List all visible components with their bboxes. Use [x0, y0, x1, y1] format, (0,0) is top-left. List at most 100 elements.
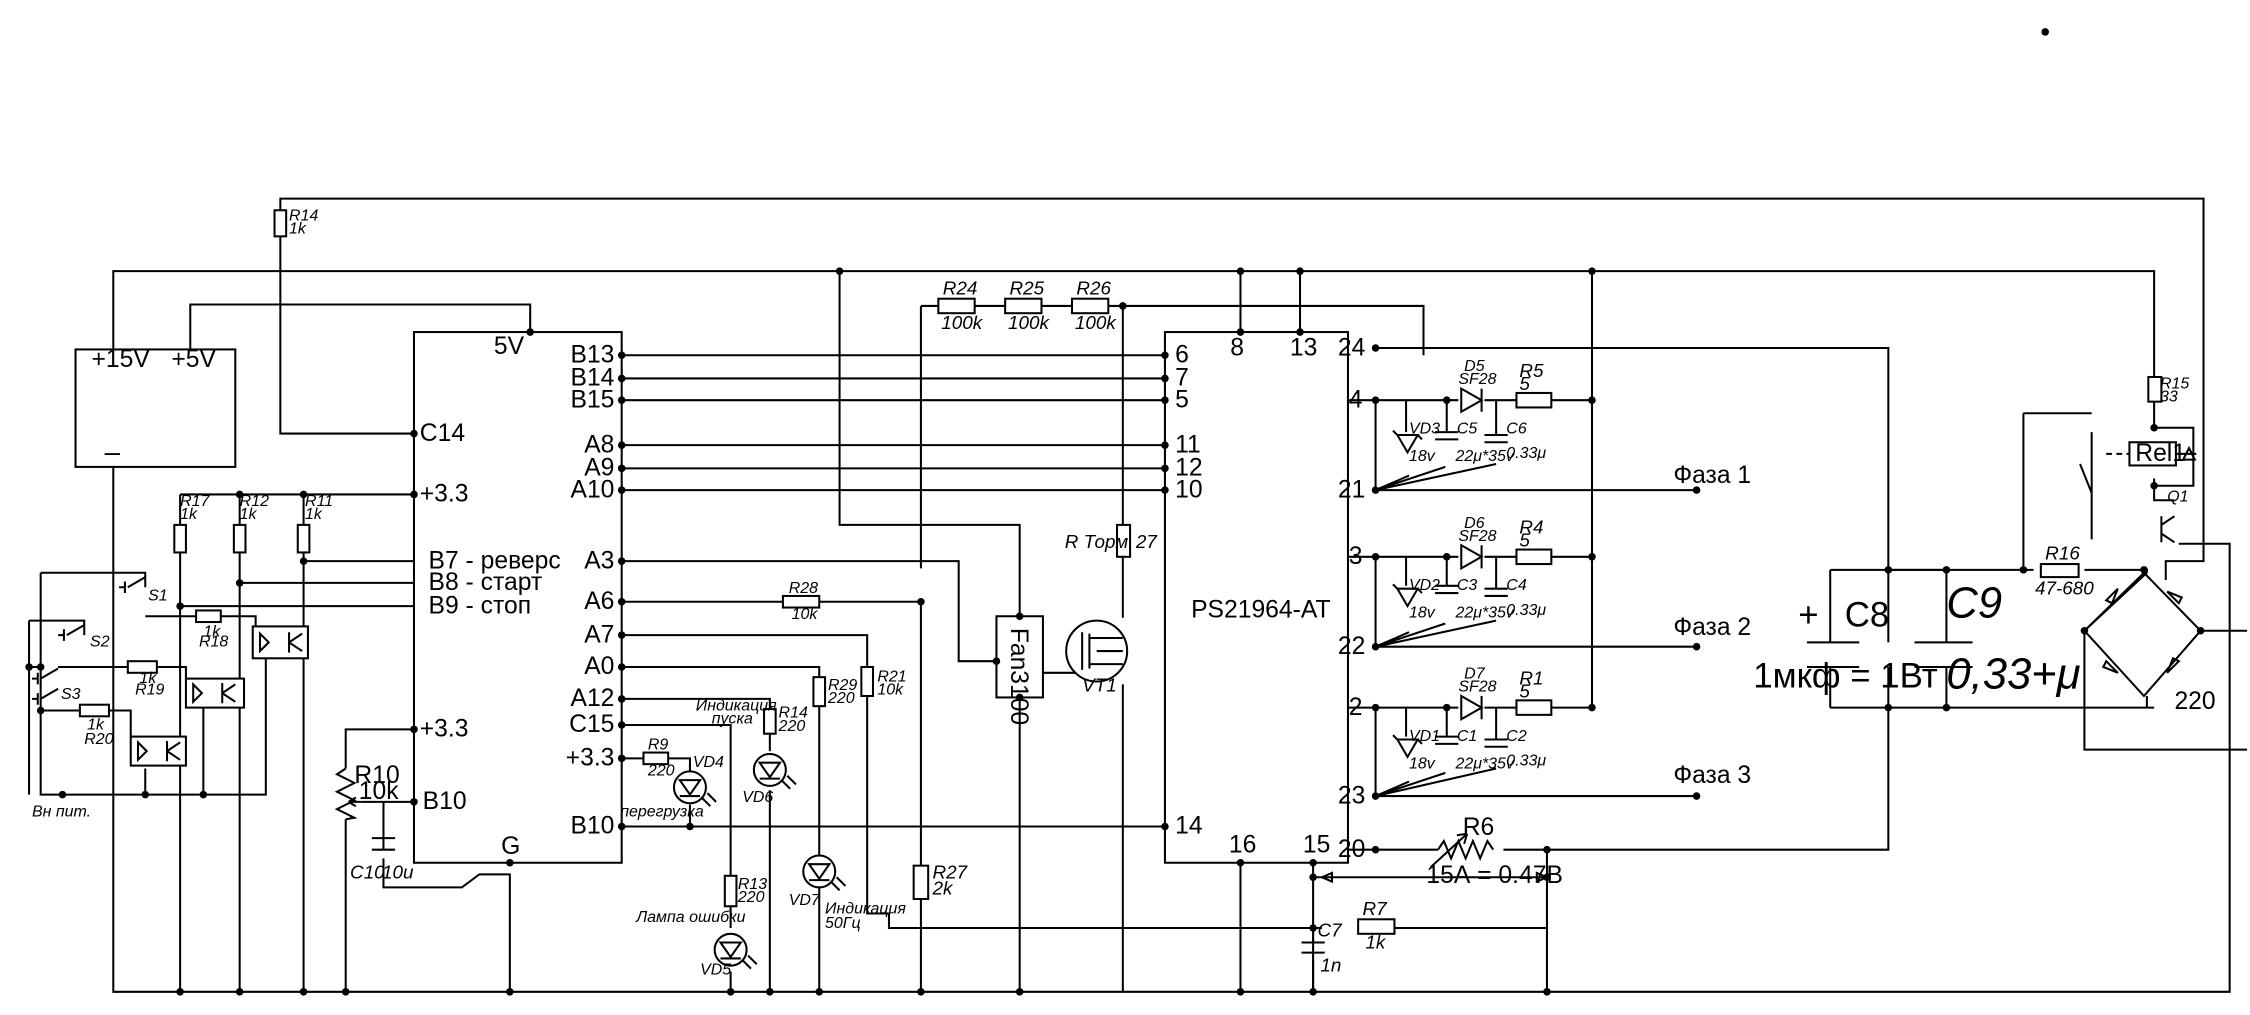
ipm-pin-15: 15: [1303, 832, 1330, 859]
leds: VD4 VD6 VD7 VD5: [672, 752, 847, 978]
mcu-b14-pin: B14: [571, 365, 615, 392]
s1-label: S1: [148, 587, 168, 604]
phase2-label: Фаза 2: [1673, 614, 1751, 641]
rtorm-value: 27: [1135, 531, 1159, 552]
r27-label: R27: [933, 862, 969, 883]
vd3-value: 18v: [1409, 448, 1436, 465]
c1-label: C1: [1457, 728, 1477, 745]
r13-label: R13: [738, 876, 767, 893]
r11-value: 1k: [305, 506, 323, 523]
q1-label: Q1: [2167, 489, 2188, 506]
r1-value: 5: [1519, 680, 1530, 701]
ipm-pin-22: 22: [1338, 633, 1365, 660]
r5-value: 5: [1519, 373, 1530, 394]
vd3-label: VD3: [1409, 421, 1440, 438]
diodes: D5 SF28 D6 SF28 D7 SF28 VD3 18v VD2 18v …: [1392, 358, 1497, 773]
s3-label: S3: [61, 686, 81, 703]
c6-label: C6: [1506, 421, 1527, 438]
vd1-label: VD1: [1409, 728, 1440, 745]
r11-label: R11: [305, 493, 333, 510]
mcu-c14-pin: C14: [420, 420, 465, 447]
r5-label: R5: [1519, 360, 1544, 381]
r26-value: 100k: [1075, 312, 1118, 333]
mcu-a3-pin: A3: [584, 547, 614, 574]
r7-value: 1k: [1365, 931, 1387, 952]
mcu-5v-pin: 5V: [494, 333, 525, 360]
c8-plus: +: [1798, 595, 1818, 634]
r18-label: R18: [199, 634, 228, 651]
optocouplers: [129, 625, 309, 767]
r15-value: 33: [2160, 389, 2178, 406]
r25-label: R25: [1010, 277, 1045, 298]
relay-and-bridge: Rel1 Q1 220: [2079, 432, 2216, 715]
r4-value: 5: [1519, 530, 1530, 551]
mcu-33-pin: +3.3: [420, 481, 469, 508]
r26-label: R26: [1076, 277, 1111, 298]
mcu-a0-pin: A0: [584, 653, 614, 680]
vd5-label: VD5: [700, 961, 731, 978]
capacitors: C10 10u C7 1n C5 C6 22μ*35v 0.33μ C3 C4 …: [350, 421, 2081, 976]
d7-label: D7: [1464, 666, 1486, 683]
ipm-pin-8: 8: [1230, 334, 1244, 361]
r28-label: R28: [789, 580, 818, 597]
switches: S1 S2 S3: [31, 576, 168, 705]
r7-label: R7: [1362, 898, 1388, 919]
ipm-pin-24: 24: [1338, 334, 1365, 361]
r10-label: R10: [354, 762, 399, 789]
fan3100-label: Fan3100: [1005, 628, 1032, 725]
c2-value: 0.33μ: [1506, 753, 1546, 770]
hz-ind-label2: 50Гц: [825, 915, 861, 932]
c3-label: C3: [1457, 577, 1478, 594]
mcu-a9-pin: A9: [584, 455, 614, 482]
c9-value: 0,33+μ: [1946, 651, 2080, 699]
ipm-name: PS21964-AT: [1191, 597, 1330, 624]
psu-15v-label: +15V: [92, 346, 151, 373]
power-supply: +15V +5V –: [74, 346, 237, 468]
c5-label: C5: [1457, 421, 1478, 438]
mcu-b10r-pin: B10: [571, 813, 615, 840]
r29-label: R29: [828, 677, 857, 694]
r9-value: 220: [647, 763, 675, 780]
r12-value: 1k: [240, 506, 258, 523]
overload-label: перегрузка: [620, 803, 704, 820]
r19-label: R19: [135, 682, 164, 699]
r19-value: 1k: [139, 670, 157, 687]
mcu-b7-pin: B7 - реверс: [429, 547, 561, 574]
r29-value: 220: [827, 690, 855, 707]
r25-value: 100k: [1008, 312, 1051, 333]
annotations: Вн пит. перегрузка Индикация пуска Лампа…: [32, 462, 1751, 932]
vd6-label: VD6: [742, 789, 773, 806]
r20-label: R20: [84, 731, 113, 748]
r13-value: 220: [737, 889, 765, 906]
r16-value: 47-680: [2035, 578, 2094, 599]
c8-label: C8: [1845, 595, 1890, 634]
mcu-33c-pin: +3.3: [566, 745, 615, 772]
ipm-pin-5: 5: [1175, 386, 1189, 413]
r17-label: R17: [180, 493, 210, 510]
r24-label: R24: [943, 277, 978, 298]
c10-label: C10: [350, 862, 385, 883]
mcu-b13-pin: B13: [571, 342, 615, 369]
resistors: [78, 209, 2163, 935]
vd4-label: VD4: [693, 754, 724, 771]
mosfet-vt1: VT1: [1065, 619, 1129, 696]
c1-value: 22μ*35v: [1454, 756, 1514, 773]
r18-value: 1k: [203, 624, 221, 641]
ipm-pin-10: 10: [1175, 476, 1202, 503]
vd7-label: VD7: [789, 892, 821, 909]
ext-power-label: Вн пит.: [32, 803, 91, 820]
r21-label: R21: [877, 669, 906, 686]
ipm-pin-14: 14: [1175, 813, 1202, 840]
psu-5v-label: +5V: [171, 346, 216, 373]
r14b-label: R14: [779, 705, 808, 722]
r15-label: R15: [2160, 376, 2189, 393]
fan3100-driver: Fan3100: [995, 615, 1044, 725]
vt1-label: VT1: [1082, 675, 1117, 696]
ipm-pin-12: 12: [1175, 455, 1202, 482]
start-ind-label2: пуска: [712, 711, 753, 728]
vd1-value: 18v: [1409, 756, 1436, 773]
c6-value: 0.33μ: [1506, 445, 1546, 462]
mcu-g-pin: G: [501, 833, 520, 860]
mcu-33b-pin: +3.3: [420, 716, 469, 743]
mcu-b15-pin: B15: [571, 386, 615, 413]
